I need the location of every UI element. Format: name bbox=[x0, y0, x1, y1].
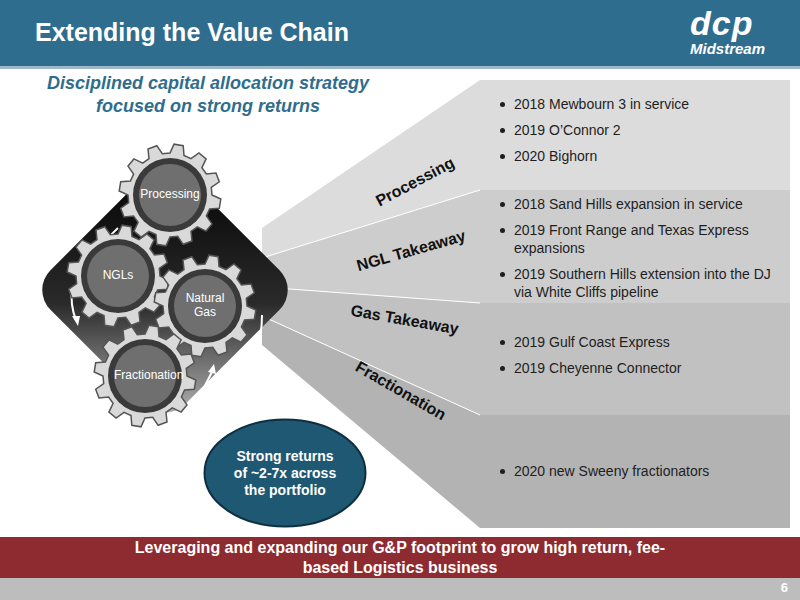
bullet-dot bbox=[500, 102, 505, 107]
rotation-arrow bbox=[198, 372, 212, 400]
bullet-text: 2019 Southern Hills extension into the D… bbox=[514, 265, 785, 301]
funnel-band bbox=[262, 80, 790, 258]
logo-mark: dcp bbox=[690, 6, 753, 40]
subtitle: Disciplined capital allocation strategy … bbox=[18, 72, 398, 118]
bullet-dot bbox=[500, 228, 505, 233]
bullet-dot bbox=[500, 340, 505, 345]
page-number: 6 bbox=[760, 580, 788, 595]
header-bar bbox=[0, 0, 800, 66]
funnel-band bbox=[262, 190, 790, 303]
bullet-dot bbox=[500, 128, 505, 133]
footer-text: Leveraging and expanding our G&P footpri… bbox=[120, 538, 680, 578]
bullet-item: 2019 O’Connor 2 bbox=[500, 121, 785, 139]
header-rule bbox=[0, 66, 800, 69]
arrow-head bbox=[72, 316, 80, 326]
gear-node: NGLs bbox=[66, 224, 170, 328]
bullet-item: 2020 Bighorn bbox=[500, 147, 785, 165]
diamond-backdrop bbox=[31, 156, 300, 425]
bullet-text: 2018 Mewbourn 3 in service bbox=[514, 95, 785, 113]
footer-band: Leveraging and expanding our G&P footpri… bbox=[100, 538, 700, 578]
bullet-text: 2019 O’Connor 2 bbox=[514, 121, 785, 139]
ellipse-text: Strong returns of ~2-7x across the portf… bbox=[233, 448, 337, 499]
bullet-dot bbox=[500, 154, 505, 159]
funnel-band: Gas Takeaway2019 Gulf Coast Express2019 … bbox=[500, 333, 785, 415]
arrow-head bbox=[208, 364, 216, 374]
bullet-item: 2018 Mewbourn 3 in service bbox=[500, 95, 785, 113]
bullet-dot bbox=[500, 202, 505, 207]
bullet-text: 2018 Sand Hills expansion in service bbox=[514, 195, 785, 213]
bullet-dot bbox=[500, 469, 505, 474]
bullet-item: 2019 Front Range and Texas Express expan… bbox=[500, 221, 785, 257]
bullet-text: 2019 Gulf Coast Express bbox=[514, 333, 785, 351]
funnel-band: Fractionation2020 new Sweeny fractionato… bbox=[500, 462, 785, 528]
gear-label: Fractionation bbox=[114, 369, 176, 383]
gear-label: Natural Gas bbox=[174, 292, 236, 320]
footer-strip bbox=[0, 578, 800, 600]
gear-label: NGLs bbox=[103, 269, 134, 283]
band-divider bbox=[262, 287, 480, 303]
page-title: Extending the Value Chain bbox=[35, 18, 349, 47]
gear-label-box: NGLs bbox=[66, 224, 170, 328]
gear-node: Processing bbox=[118, 143, 222, 247]
footer-bar bbox=[0, 537, 800, 578]
logo-word: Midstream bbox=[690, 40, 765, 57]
bullet-text: 2019 Cheyenne Connector bbox=[514, 359, 785, 377]
rotation-arrow bbox=[236, 165, 252, 196]
arrow-head bbox=[252, 348, 260, 360]
arrow-head bbox=[248, 192, 256, 203]
gear-label-box: Processing bbox=[118, 143, 222, 247]
gear-label-box: Fractionation bbox=[93, 324, 197, 428]
rotation-arrow bbox=[256, 315, 262, 352]
bullet-item: 2019 Gulf Coast Express bbox=[500, 333, 785, 351]
bullet-item: 2020 new Sweeny fractionators bbox=[500, 462, 785, 480]
bullet-item: 2019 Southern Hills extension into the D… bbox=[500, 265, 785, 301]
bullet-item: 2019 Cheyenne Connector bbox=[500, 359, 785, 377]
bullet-dot bbox=[500, 272, 505, 277]
bullet-dot bbox=[500, 366, 505, 371]
returns-ellipse: Strong returns of ~2-7x across the portf… bbox=[203, 418, 367, 528]
funnel-band: Processing2018 Mewbourn 3 in service2019… bbox=[500, 95, 785, 190]
bullet-text: 2019 Front Range and Texas Express expan… bbox=[514, 221, 785, 257]
gear-node: Fractionation bbox=[93, 324, 197, 428]
gear-label: Processing bbox=[140, 188, 199, 202]
bullet-text: 2020 new Sweeny fractionators bbox=[514, 462, 785, 480]
funnel-band: NGL Takeaway2018 Sand Hills expansion in… bbox=[500, 195, 785, 309]
bullet-text: 2020 Bighorn bbox=[514, 147, 785, 165]
bullet-item: 2018 Sand Hills expansion in service bbox=[500, 195, 785, 213]
